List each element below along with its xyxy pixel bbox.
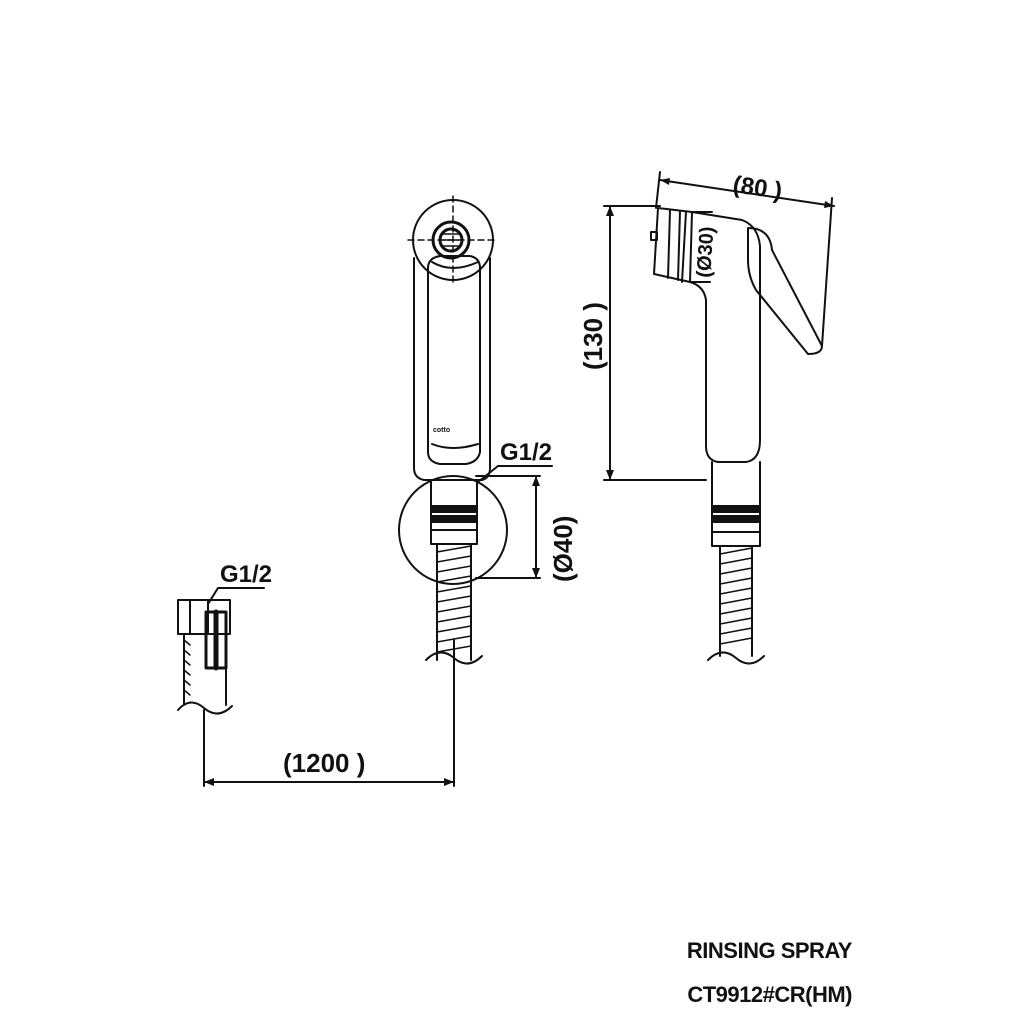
head-diameter-label: (Ø30): [693, 226, 719, 279]
width-dimension: [655, 171, 835, 347]
height-label: (130 ): [578, 302, 608, 370]
width-label: (80 ): [731, 171, 784, 205]
logo-mark: cotto: [433, 427, 450, 434]
hose-end-connector: [177, 599, 233, 715]
spray-side-view: [650, 207, 823, 665]
height-dimension: [603, 205, 707, 481]
holder-diameter-dimension: [475, 475, 541, 579]
head-diameter-dimension: [681, 211, 713, 283]
product-name: RINSING SPRAY: [686, 938, 853, 963]
spray-front-view: [398, 195, 508, 665]
length-dimension: [203, 639, 455, 787]
length-label: (1200 ): [283, 748, 365, 778]
thread-holder-label: G1/2: [500, 439, 552, 466]
holder-diameter-label: (Ø40): [548, 516, 578, 582]
thread-hose-label: G1/2: [220, 561, 272, 588]
product-code: CT9912#CR(HM): [687, 982, 852, 1007]
